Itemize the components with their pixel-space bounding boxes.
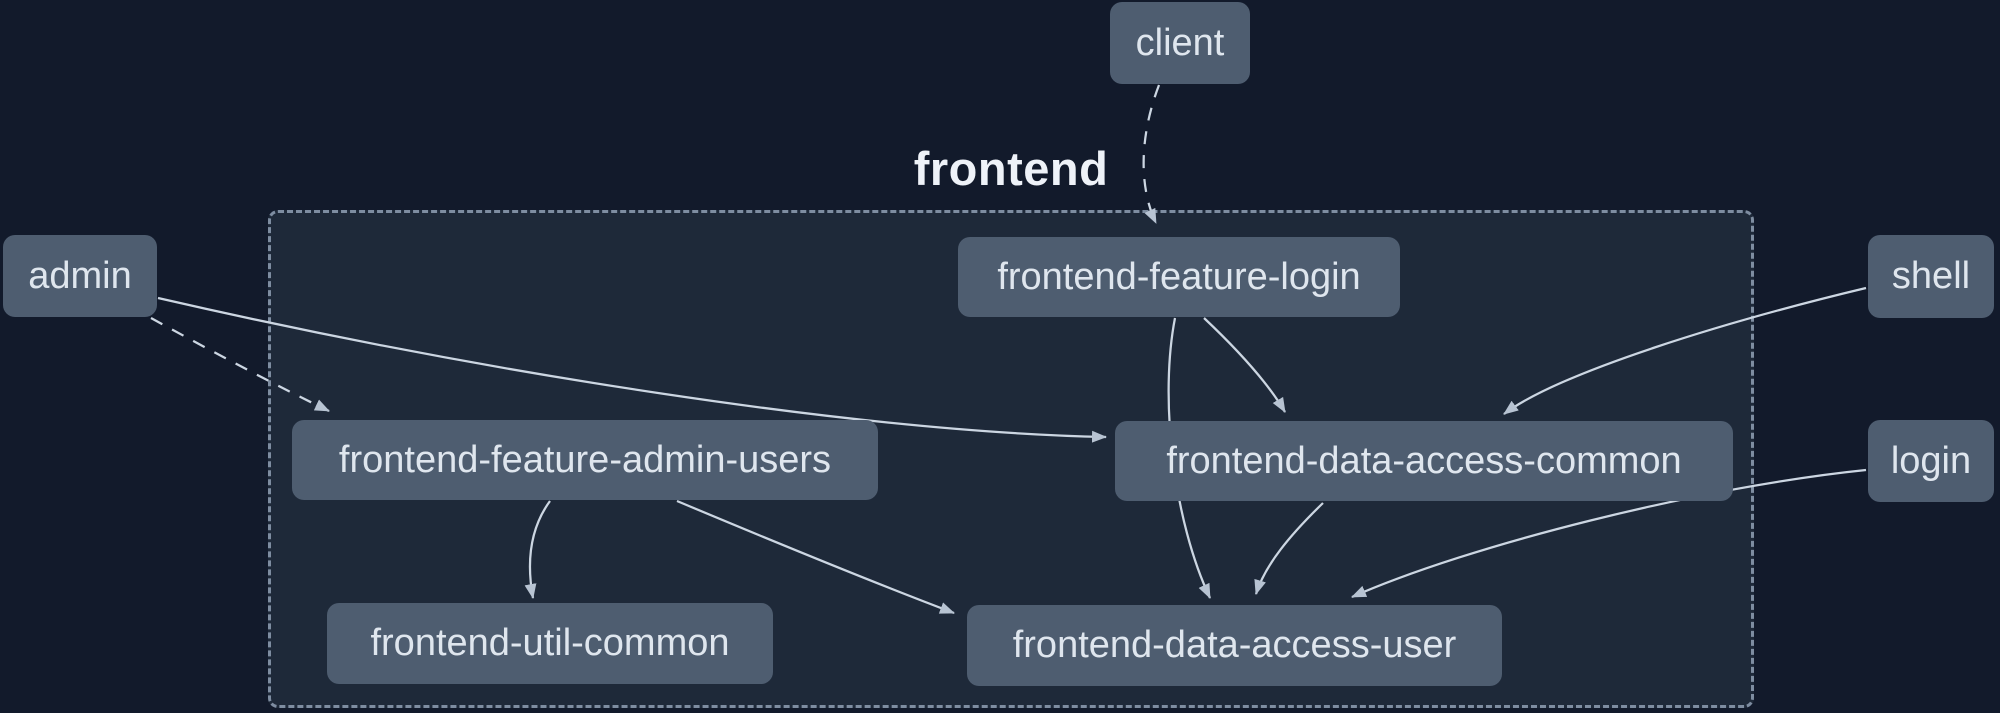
frontend-group-title: frontend (913, 142, 1109, 195)
edge-frontend-feature-login-to-frontend-data-access-common (1203, 317, 1286, 413)
node-frontend-util-common[interactable]: frontend-util-common (327, 603, 773, 684)
edge-frontend-data-access-common-to-frontend-data-access-user (1254, 502, 1324, 595)
node-login[interactable]: login (1868, 420, 1994, 502)
edge-shell-to-frontend-data-access-common (1503, 286, 1867, 415)
node-frontend-feature-admin-users[interactable]: frontend-feature-admin-users (292, 420, 878, 500)
node-frontend-data-access-common[interactable]: frontend-data-access-common (1115, 421, 1733, 501)
edge-admin-to-frontend-feature-admin-users (150, 317, 330, 413)
node-shell[interactable]: shell (1868, 235, 1994, 318)
node-frontend-feature-login[interactable]: frontend-feature-login (958, 237, 1400, 317)
edge-frontend-feature-admin-users-to-frontend-util-common (524, 500, 551, 599)
node-client[interactable]: client (1110, 2, 1250, 84)
edge-client-to-frontend-feature-login (1142, 84, 1161, 224)
edge-login-to-frontend-data-access-user (1351, 468, 1867, 599)
edge-frontend-feature-admin-users-to-frontend-data-access-user (676, 499, 955, 615)
node-frontend-data-access-user[interactable]: frontend-data-access-user (967, 605, 1502, 686)
edge-admin-to-frontend-data-access-common (157, 296, 1107, 443)
node-admin[interactable]: admin (3, 235, 157, 317)
